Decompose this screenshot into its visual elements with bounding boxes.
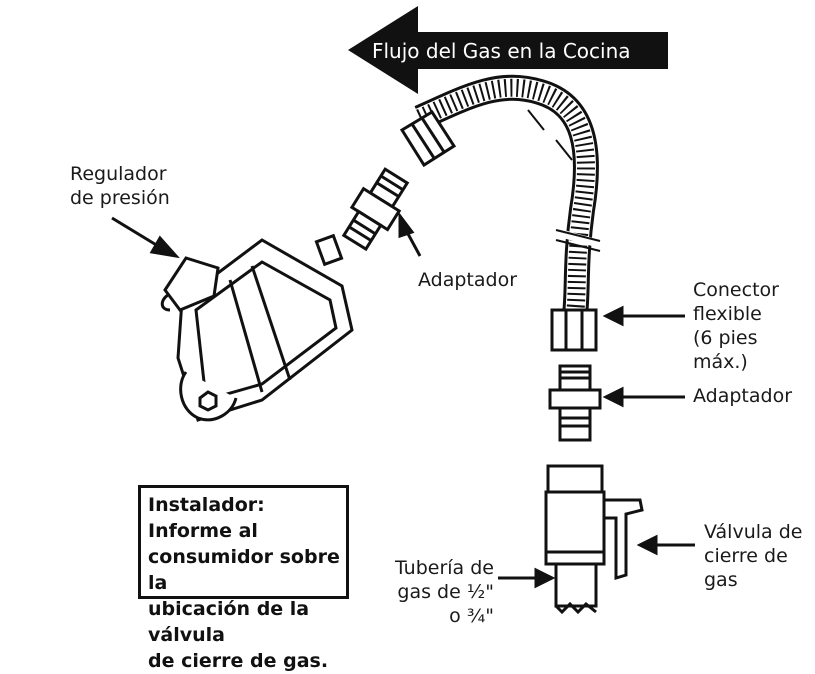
leader-arrows <box>111 211 695 589</box>
pressure-regulator <box>160 233 354 422</box>
hose-end-nut-top <box>399 109 457 168</box>
connector-label: Conector flexible (6 pies máx.) <box>693 279 779 373</box>
installer-note-box: Instalador: Informe al consumidor sobre … <box>138 485 349 672</box>
gas-flow-arrow <box>348 6 668 94</box>
pipe-label: Tubería de gas de ½" o ¾" <box>394 557 494 627</box>
flexible-connector-hose <box>414 74 602 317</box>
bottom-adapter-fitting <box>548 364 602 442</box>
hose-end-nut-bottom <box>550 308 598 352</box>
valve-label: Válvula de cierre de gas <box>704 521 803 591</box>
top-adapter-fitting <box>341 167 410 252</box>
regulator-label: Regulador de presión <box>70 163 170 209</box>
gas-flow-label: Flujo del Gas en la Cocina <box>372 39 631 63</box>
installer-note-text: Instalador: Informe al consumidor sobre … <box>148 494 340 672</box>
top-adapter-label: Adaptador <box>418 269 518 291</box>
gas-shutoff-valve <box>544 464 644 615</box>
bottom-adapter-label: Adaptador <box>693 385 793 407</box>
gas-connection-diagram <box>111 6 695 615</box>
